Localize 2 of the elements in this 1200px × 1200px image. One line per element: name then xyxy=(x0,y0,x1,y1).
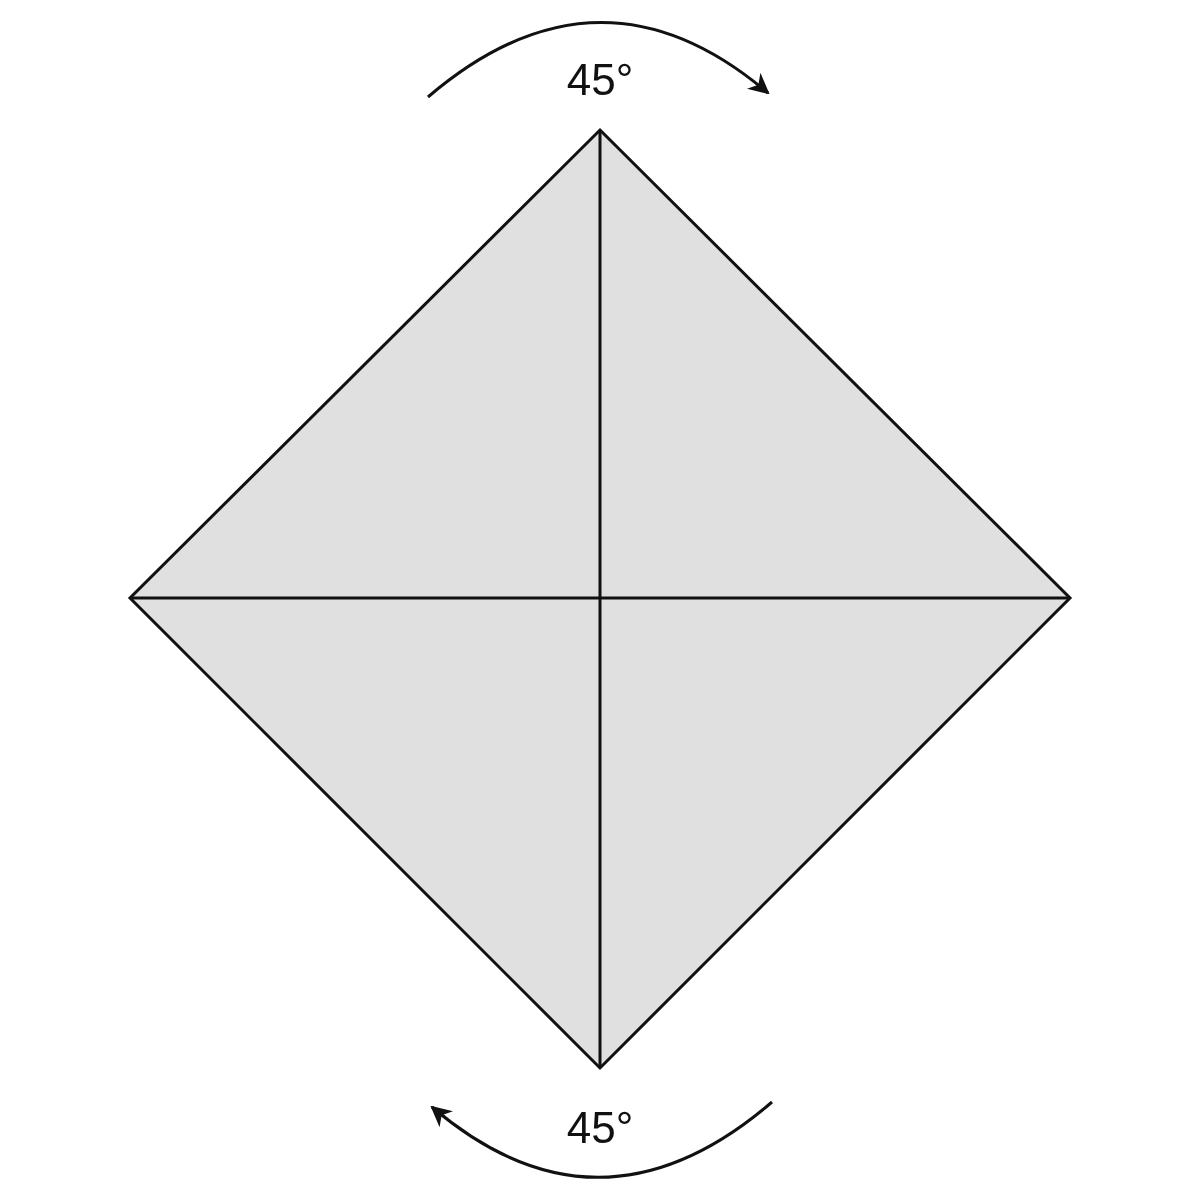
angle-label: 45° xyxy=(566,58,634,102)
angle-label: 45° xyxy=(566,1106,634,1150)
